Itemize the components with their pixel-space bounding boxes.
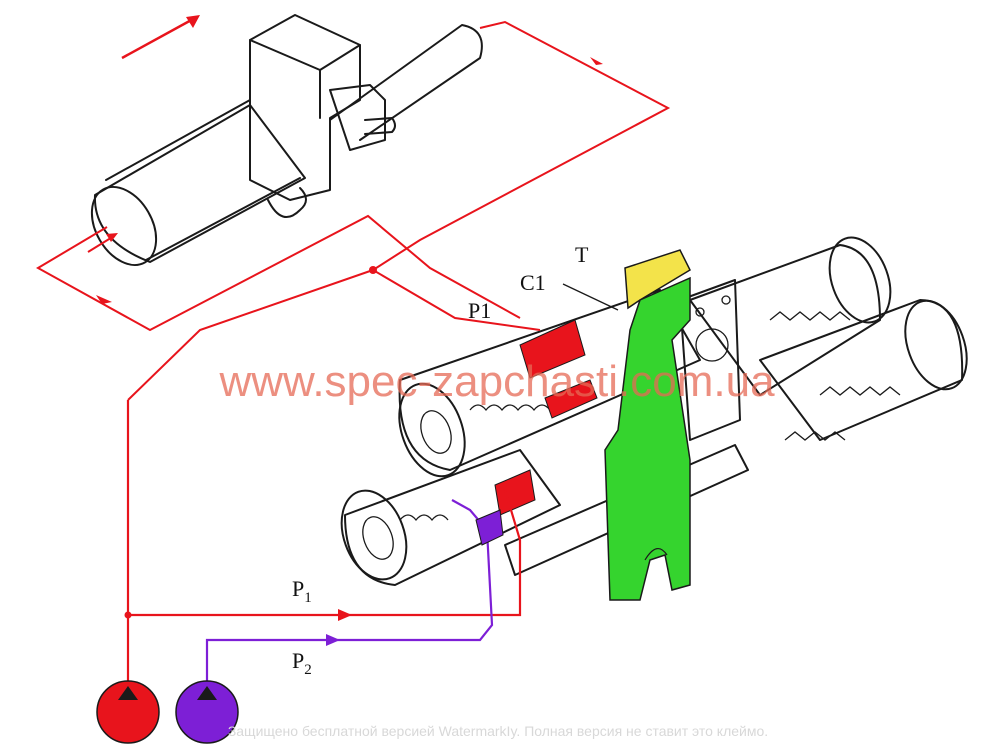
p1-supply-line [125, 400, 521, 690]
red-valve-collar-lower [495, 470, 535, 515]
label-p2: P2 [292, 648, 312, 678]
shift-fork [605, 278, 690, 600]
p1-pressure-source [97, 681, 159, 743]
watermark-notice: Защищено бесплатной версией WatermarkIy.… [228, 723, 768, 739]
label-p2-main: P [292, 648, 304, 673]
label-p2-sub: 2 [304, 662, 312, 678]
label-c1: C1 [520, 270, 546, 295]
label-leader-line [563, 284, 618, 310]
label-p1-lower: P1 [292, 576, 312, 606]
site-watermark: www.spec-zapchasti.com.ua [218, 357, 775, 406]
label-p1-lower-main: P [292, 576, 304, 601]
label-t: T [575, 242, 589, 267]
label-p1-lower-sub: 1 [304, 590, 312, 606]
actuator-cylinder [79, 15, 482, 276]
label-p1-upper: P1 [468, 298, 491, 323]
p2-supply-line [207, 500, 503, 690]
